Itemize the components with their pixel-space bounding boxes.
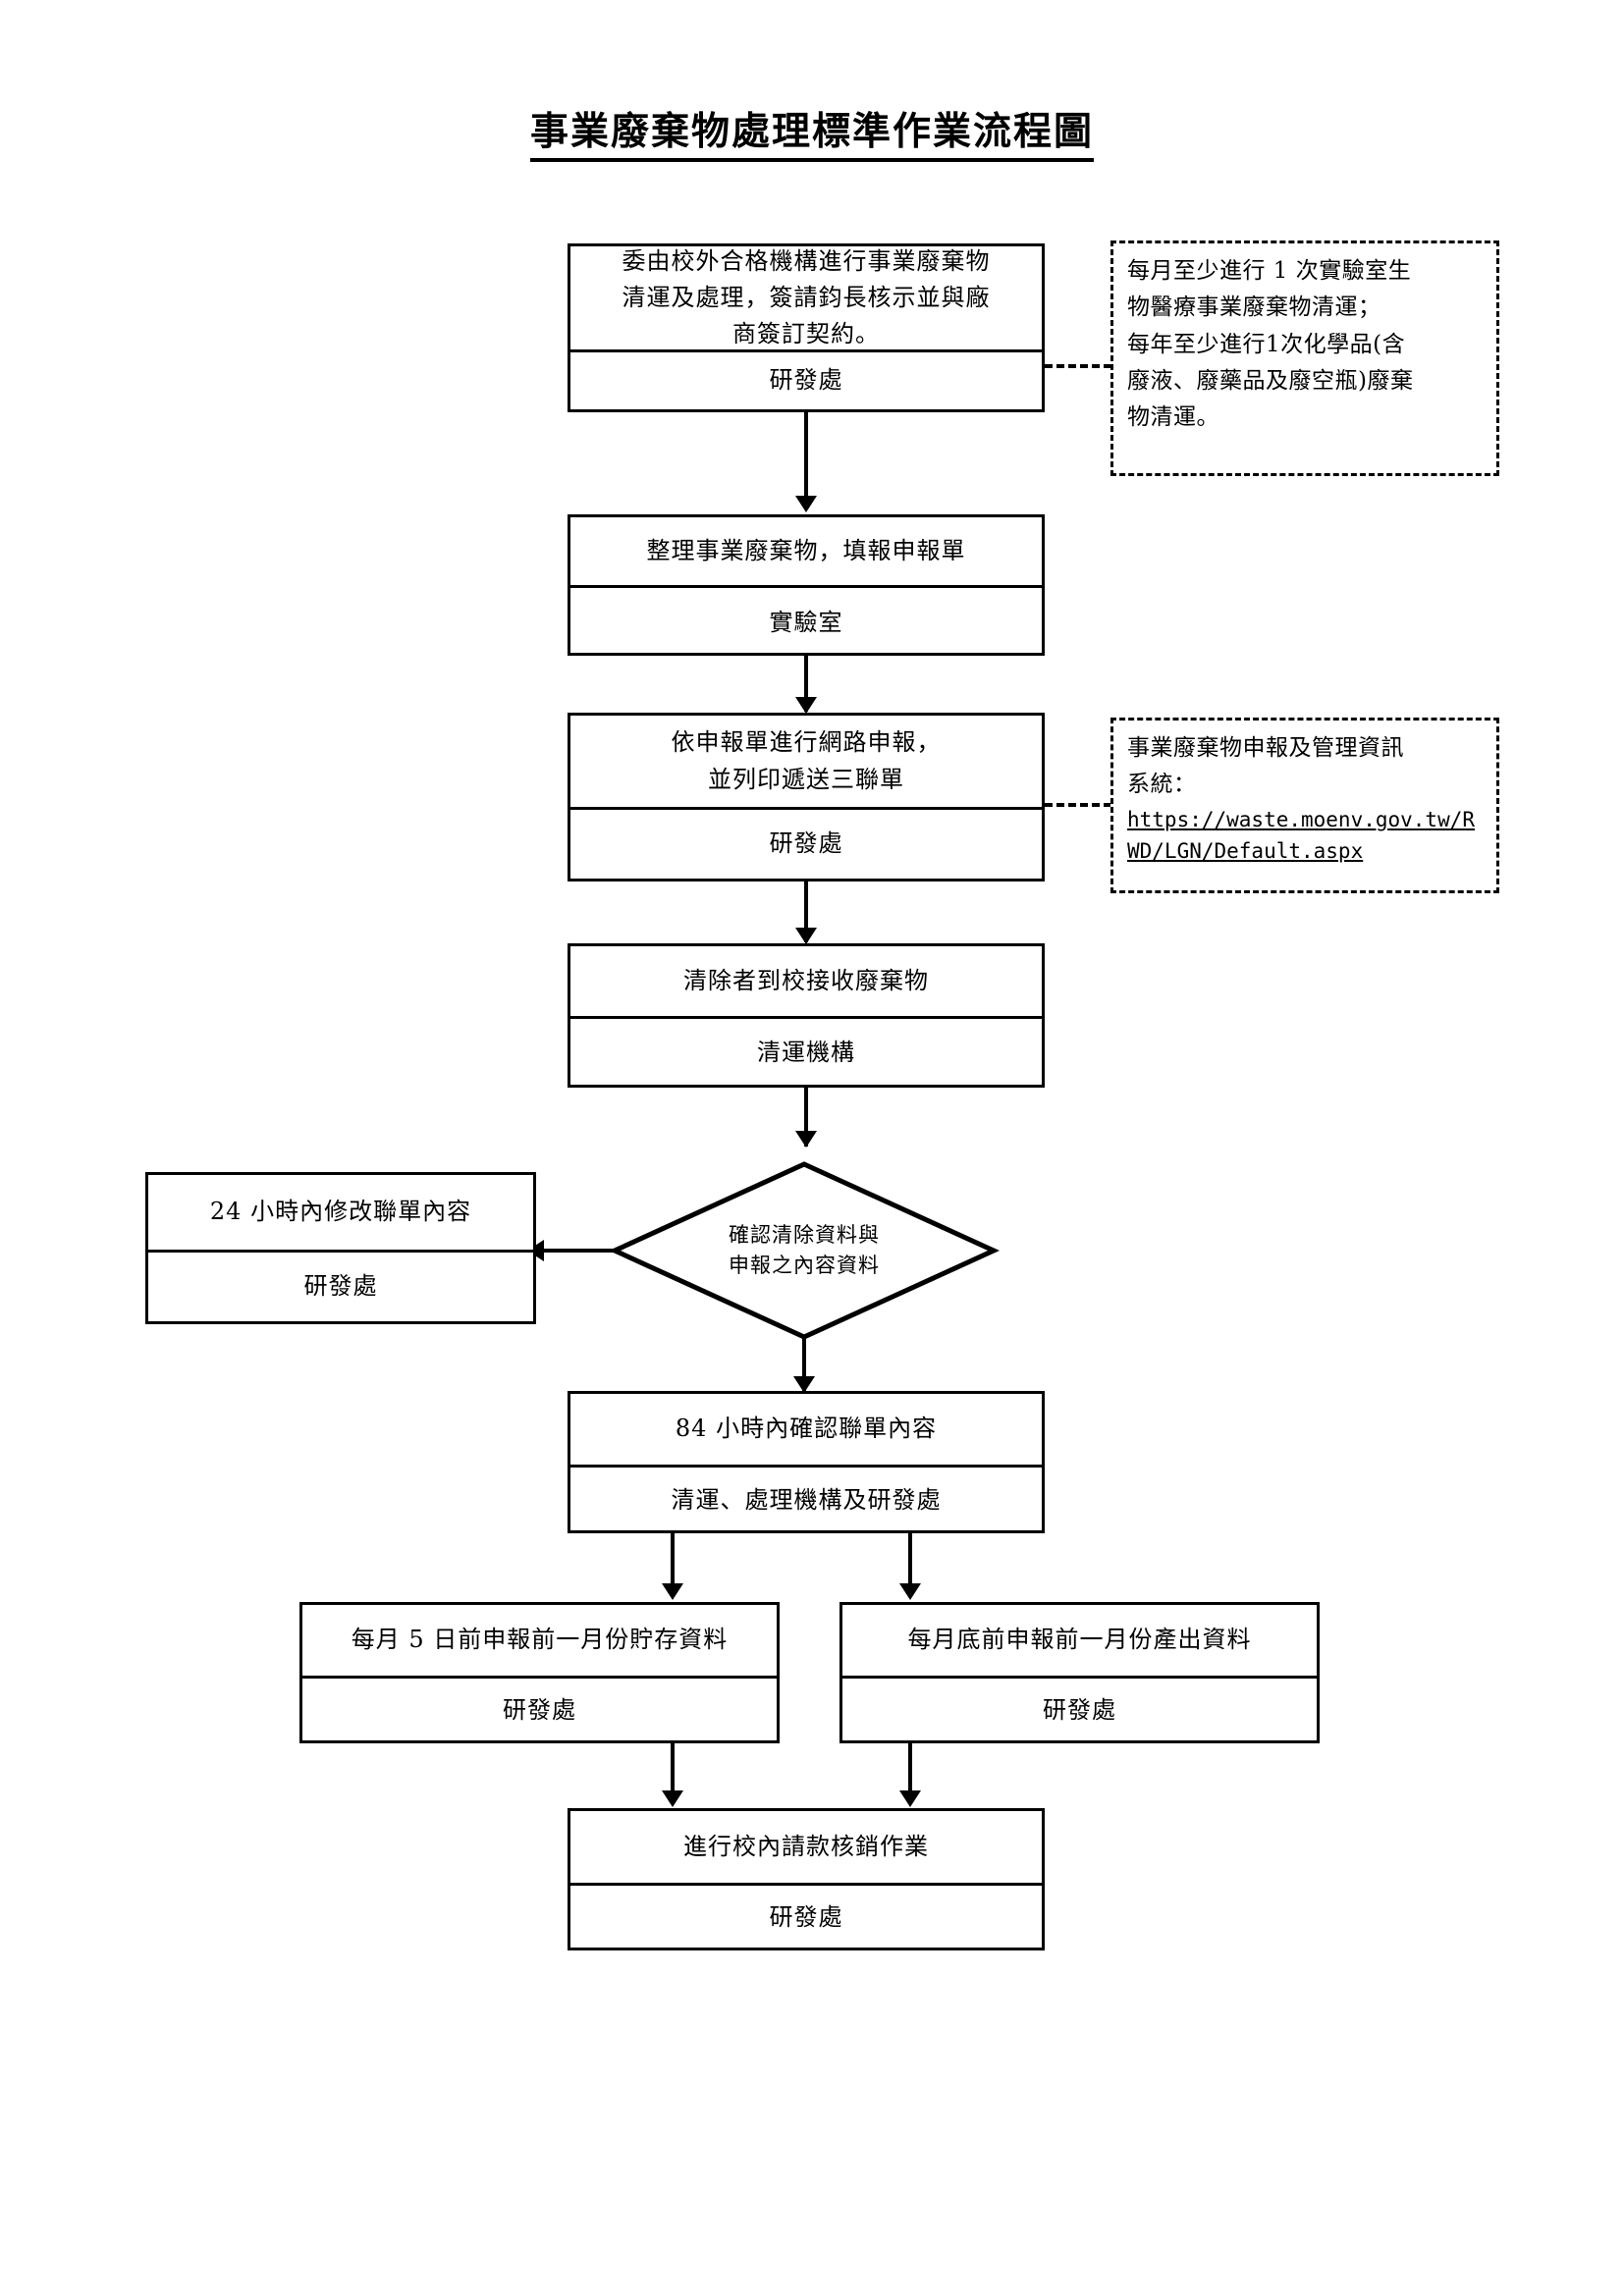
process-node-online-declare: 依申報單進行網路申報， 並列印遞送三聯單 研發處 [568, 713, 1045, 881]
node-action-cell: 整理事業廢棄物，填報申報單 [570, 517, 1042, 588]
arrowhead-icon [795, 697, 817, 714]
decision-label: 確認清除資料與 申報之內容資料 [729, 1222, 880, 1278]
process-node-commission: 委由校外合格機構進行事業廢棄物 清運及處理，簽請鈞長核示並與廠 商簽訂契約。 研… [568, 243, 1045, 412]
arrowhead-icon [899, 1790, 921, 1807]
node-owner-cell: 實驗室 [570, 588, 1042, 659]
arrowhead-icon [795, 496, 817, 512]
connector-confirm-to-output [908, 1533, 912, 1597]
node-owner-text: 研發處 [303, 1272, 378, 1301]
page-title: 事業廢棄物處理標準作業流程圖 [0, 108, 1624, 162]
node-owner-text: 清運、處理機構及研發處 [671, 1485, 942, 1514]
arrowhead-icon [899, 1583, 921, 1600]
node-action-text: 依申報單進行網路申報， 並列印遞送三聯單 [671, 728, 942, 793]
node-action-text: 每月底前申報前一月份產出資料 [907, 1626, 1252, 1654]
connector-decision-to-amend [535, 1249, 616, 1253]
connector-decision-to-confirm [802, 1335, 806, 1392]
node-action-text: 84 小時內確認聯單內容 [675, 1415, 938, 1443]
node-owner-text: 研發處 [769, 366, 843, 395]
node-action-cell: 委由校外合格機構進行事業廢棄物 清運及處理，簽請鈞長核示並與廠 商簽訂契約。 [570, 246, 1042, 352]
node-owner-cell: 清運、處理機構及研發處 [570, 1468, 1042, 1533]
arrowhead-icon [793, 1376, 815, 1393]
connector-storage-to-payment [671, 1743, 675, 1804]
arrowhead-icon [795, 1131, 817, 1148]
node-action-cell: 每月底前申報前一月份產出資料 [842, 1605, 1317, 1679]
node-owner-cell: 研發處 [570, 810, 1042, 879]
connector-output-to-payment [908, 1743, 912, 1804]
decision-node-verify-data: 確認清除資料與 申報之內容資料 [608, 1161, 1001, 1340]
node-owner-cell: 研發處 [570, 352, 1042, 409]
note-frequency: 每月至少進行 1 次實驗室生 物醫療事業廢棄物清運； 每年至少進行1次化學品(含… [1110, 240, 1499, 476]
arrowhead-icon [662, 1790, 683, 1807]
node-action-cell: 清除者到校接收廢棄物 [570, 946, 1042, 1019]
node-action-text: 清除者到校接收廢棄物 [683, 966, 929, 994]
node-action-text: 進行校內請款核銷作業 [683, 1832, 929, 1860]
node-owner-cell: 研發處 [570, 1886, 1042, 1950]
note-system-text: 事業廢棄物申報及管理資訊 系統： [1127, 735, 1404, 798]
process-node-amend-24h: 24 小時內修改聯單內容 研發處 [145, 1172, 536, 1324]
connector-declare-to-pickup [804, 881, 808, 942]
page-title-text: 事業廢棄物處理標準作業流程圖 [529, 109, 1094, 162]
node-owner-cell: 研發處 [302, 1679, 777, 1743]
node-action-text: 委由校外合格機構進行事業廢棄物 清運及處理，簽請鈞長核示並與廠 商簽訂契約。 [622, 246, 991, 348]
note-frequency-text: 每月至少進行 1 次實驗室生 物醫療事業廢棄物清運； 每年至少進行1次化學品(含… [1127, 258, 1414, 430]
diamond-shape-icon [608, 1161, 1001, 1340]
connector-pickup-to-decision [804, 1088, 808, 1147]
connector-commission-to-sort [804, 412, 808, 505]
node-action-cell: 進行校內請款核銷作業 [570, 1811, 1042, 1886]
node-owner-cell: 研發處 [148, 1253, 533, 1321]
connector-confirm-to-storage [671, 1533, 675, 1597]
process-node-storage-report: 每月 5 日前申報前一月份貯存資料 研發處 [299, 1602, 780, 1743]
process-node-confirm-84h: 84 小時內確認聯單內容 清運、處理機構及研發處 [568, 1391, 1045, 1533]
node-action-text: 整理事業廢棄物，填報申報單 [646, 536, 966, 564]
process-node-sort-and-fill: 整理事業廢棄物，填報申報單 實驗室 [568, 514, 1045, 656]
node-action-cell: 每月 5 日前申報前一月份貯存資料 [302, 1605, 777, 1679]
node-owner-cell: 清運機構 [570, 1019, 1042, 1088]
node-owner-text: 研發處 [769, 829, 843, 858]
process-node-output-report: 每月底前申報前一月份產出資料 研發處 [839, 1602, 1320, 1743]
process-node-collector-pickup: 清除者到校接收廢棄物 清運機構 [568, 943, 1045, 1088]
system-url-link[interactable]: https://waste.moenv.gov.tw/RWD/LGN/Defau… [1127, 807, 1476, 864]
node-owner-text: 實驗室 [769, 609, 843, 637]
node-owner-text: 清運機構 [757, 1039, 855, 1067]
dashed-connector-to-frequency-note [1045, 364, 1111, 368]
node-action-text: 每月 5 日前申報前一月份貯存資料 [351, 1626, 729, 1654]
node-owner-text: 研發處 [769, 1903, 843, 1932]
node-owner-text: 研發處 [1043, 1696, 1116, 1725]
process-node-payment-clearance: 進行校內請款核銷作業 研發處 [568, 1808, 1045, 1950]
node-action-cell: 84 小時內確認聯單內容 [570, 1394, 1042, 1468]
dashed-connector-to-system-note [1045, 803, 1111, 807]
node-owner-cell: 研發處 [842, 1679, 1317, 1743]
node-owner-text: 研發處 [503, 1696, 576, 1725]
connector-sort-to-declare [804, 656, 808, 712]
arrowhead-icon [795, 928, 817, 944]
node-action-cell: 依申報單進行網路申報， 並列印遞送三聯單 [570, 716, 1042, 810]
note-system: 事業廢棄物申報及管理資訊 系統： https://waste.moenv.gov… [1110, 718, 1499, 893]
arrowhead-icon [662, 1583, 683, 1600]
node-action-cell: 24 小時內修改聯單內容 [148, 1175, 533, 1253]
node-action-text: 24 小時內修改聯單內容 [209, 1198, 472, 1226]
